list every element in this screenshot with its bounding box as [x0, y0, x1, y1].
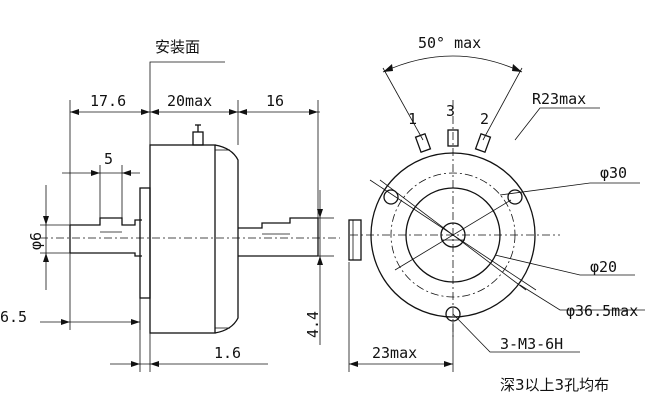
- arrow-23b: [444, 361, 453, 367]
- angle-ext-right: [482, 67, 523, 141]
- holes-leader: [452, 313, 580, 353]
- arrow-65a: [61, 319, 70, 325]
- arrow-23a: [349, 361, 358, 367]
- left-shaft-top: [70, 217, 142, 226]
- angle-arrow-left: [383, 64, 393, 72]
- arrow-phi6b: [43, 253, 49, 262]
- dim-phi36-5: φ36.5max: [566, 302, 638, 320]
- r23-leader: [514, 107, 600, 141]
- phi30-leader: [499, 182, 640, 196]
- terminal-3: 3: [446, 102, 455, 120]
- dim-phi6: φ6: [27, 232, 45, 250]
- mounting-face-label: 安装面: [155, 38, 200, 56]
- dim-phi30: φ30: [600, 164, 627, 182]
- outer-circle: [370, 152, 536, 318]
- mounting-flange: [139, 187, 151, 299]
- arrow-44b: [317, 256, 323, 265]
- shaft-circle: [440, 222, 466, 248]
- arrow-65b: [131, 319, 140, 325]
- dim-17-6: 17.6: [90, 92, 126, 110]
- arrow-phi6a: [43, 216, 49, 225]
- holes-note: 深3以上3孔均布: [500, 376, 609, 394]
- dim-23max: 23max: [372, 344, 417, 362]
- arrow-a1: [70, 109, 79, 115]
- hole-pitch-circle: [390, 172, 516, 298]
- phi365-diag: [369, 179, 537, 291]
- pot-body: [149, 144, 216, 334]
- terminal-2: 2: [480, 110, 489, 128]
- arrow-a2: [141, 109, 150, 115]
- arrow-a4: [229, 109, 238, 115]
- dim-1-6: 1.6: [214, 344, 241, 362]
- dim-16: 16: [266, 92, 284, 110]
- phi20-leader: [494, 254, 635, 276]
- angle-arc: [382, 55, 523, 73]
- mount-hole-bottom: [445, 306, 461, 322]
- holes-label: 3-M3-6H: [500, 335, 563, 353]
- right-shaft: [238, 217, 319, 257]
- side-bracket: [348, 219, 362, 261]
- mount-hole-left: [383, 189, 399, 205]
- left-shaft-bottom: [70, 252, 142, 257]
- dim-phi20: φ20: [590, 258, 617, 276]
- terminal-2-body: [474, 132, 492, 154]
- terminal-1-body: [414, 132, 432, 154]
- front-view: 1 3 2 50° max R23max φ30 φ20 φ36.5max: [348, 34, 645, 394]
- terminal-1: 1: [408, 110, 417, 128]
- angle-ext-left: [382, 67, 424, 141]
- arrow-a5: [238, 109, 247, 115]
- arrow-16a: [131, 361, 140, 367]
- body-circle: [405, 187, 501, 283]
- arrow-5a: [91, 170, 100, 176]
- dim-4-4: 4.4: [304, 311, 322, 338]
- top-terminal: [192, 131, 204, 146]
- terminal-3-body: [447, 129, 459, 147]
- angle-label: 50° max: [418, 34, 481, 52]
- dim-5: 5: [104, 150, 113, 168]
- radius-label: R23max: [532, 90, 586, 108]
- arrow-a3: [150, 109, 159, 115]
- mounting-face-leader: [149, 61, 225, 145]
- side-view: 安装面 17.6 20max 16 5 φ6: [0, 38, 340, 372]
- arrow-16b: [150, 361, 159, 367]
- arrow-44a: [317, 209, 323, 218]
- arrow-a6: [309, 109, 318, 115]
- pot-body-rim: [214, 144, 239, 334]
- phi365-leader: [519, 284, 645, 311]
- mount-hole-right: [507, 189, 523, 205]
- angle-arrow-right: [512, 64, 522, 72]
- dim-6-5: 6.5: [0, 308, 27, 326]
- arrow-5b: [122, 170, 131, 176]
- dim-20max: 20max: [167, 92, 212, 110]
